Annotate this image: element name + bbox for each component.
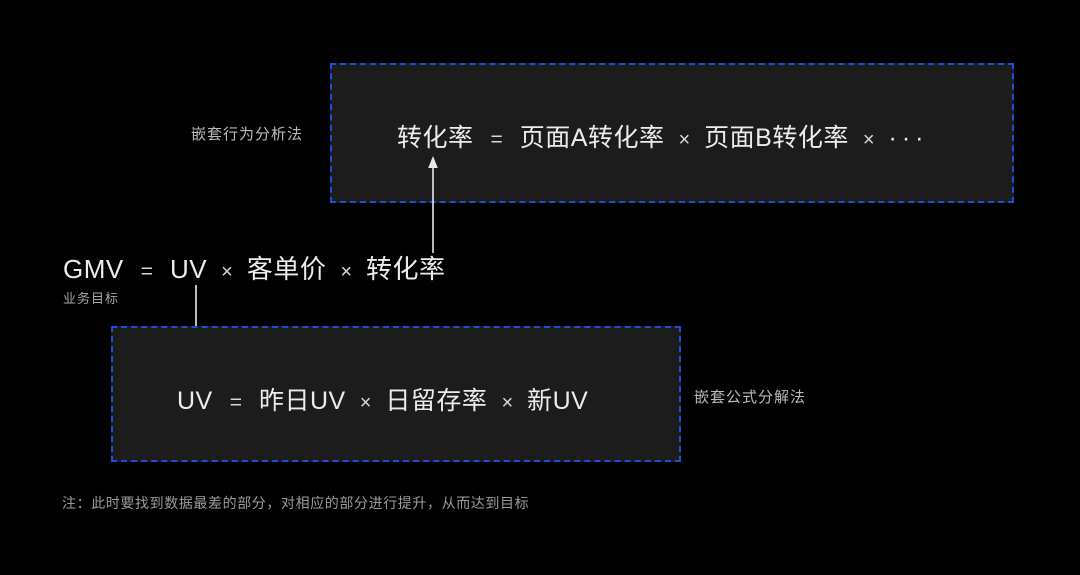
uv-formula: UV = 昨日UV × 日留存率 × 新UV [177,381,588,417]
formula-term-uv: UV [170,254,208,284]
nested-behavior-box [330,63,1014,203]
multiply-sign: × [221,261,233,283]
nested-formula-label: 嵌套公式分解法 [694,389,807,406]
multiply-sign: × [340,261,353,283]
formula-term-uv: UV [177,387,213,415]
formula-term-new-uv: 新UV [527,387,589,415]
formula-term-page-a-conversion: 页面A转化率 [519,124,665,152]
formula-term-yesterday-uv: 昨日UV [259,387,346,415]
conversion-rate-formula: 转化率 = 页面A转化率 × 页面B转化率 × ··· [397,118,929,154]
multiply-sign: × [501,392,514,414]
multiply-sign: × [862,129,875,151]
multiply-sign: × [678,129,691,151]
equals-sign: = [140,260,153,283]
formula-term-daily-retention-rate: 日留存率 [385,387,488,415]
multiply-sign: × [359,392,372,414]
nested-formula-box [111,326,681,462]
formula-term-avg-order-value: 客单价 [246,254,327,284]
ellipsis: ··· [888,124,929,152]
footnote-text: 注：此时要找到数据最差的部分，对相应的部分进行提升，从而达到目标 [62,495,530,511]
formula-term-conversion-rate: 转化率 [397,124,474,152]
equals-sign: = [229,391,242,414]
business-goal-caption: 业务目标 [63,291,120,306]
equals-sign: = [490,128,503,151]
formula-term-page-b-conversion: 页面B转化率 [704,124,849,152]
formula-term-conversion-rate: 转化率 [366,254,446,284]
formula-term-gmv: GMV [63,254,124,284]
arrow-up-icon [428,156,438,253]
gmv-formula: GMV = UV × 客单价 × 转化率 [63,249,446,286]
nested-behavior-label: 嵌套行为分析法 [191,126,304,143]
